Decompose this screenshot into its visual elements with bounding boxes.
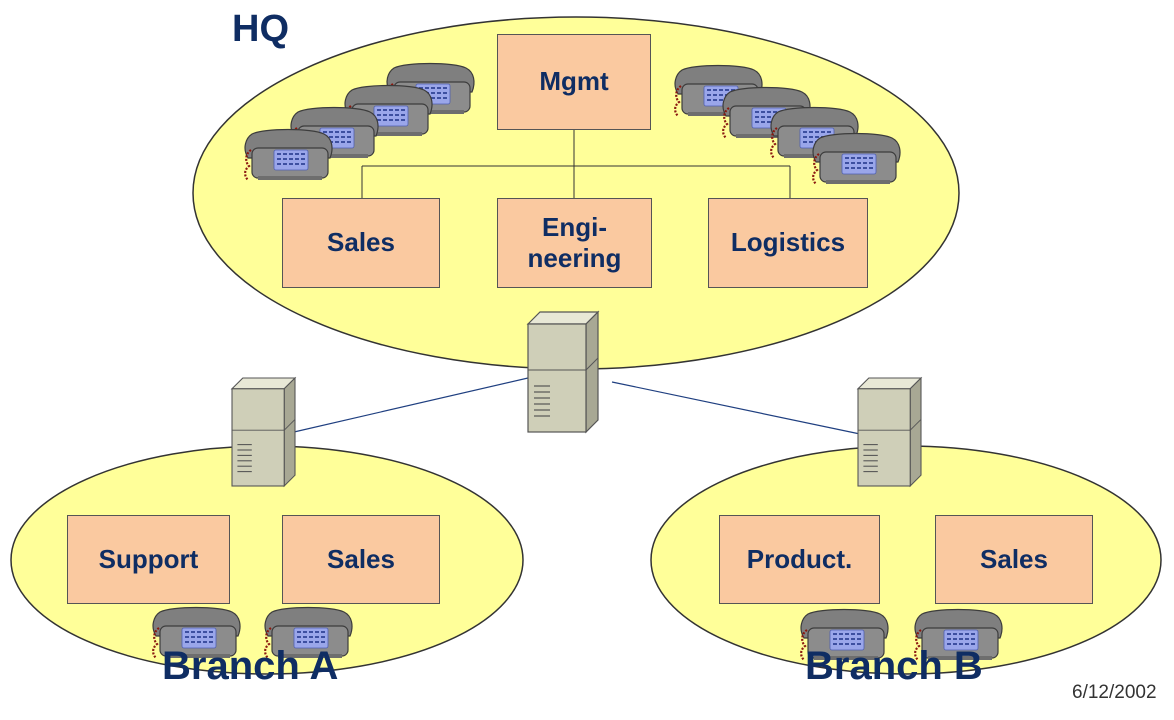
wan-links (293, 377, 861, 435)
phone-icon (811, 132, 902, 186)
hq-department-logistics: Logistics (708, 198, 868, 288)
hq-department-sales: Sales (282, 198, 440, 288)
hq-server-icon (527, 311, 599, 433)
date-stamp: 6/12/2002 (1072, 682, 1157, 703)
hq-site-label: HQ (232, 8, 289, 50)
hq-department-mgmt: Mgmt (497, 34, 651, 130)
branch-a-department-support: Support (67, 515, 230, 604)
branch-b-department-product: Product. (719, 515, 880, 604)
branch-b-server-icon (857, 377, 922, 487)
branch-a-department-sales: Sales (282, 515, 440, 604)
branch-b-site-label: Branch B (805, 644, 983, 688)
hq-department-engineering: Engi- neering (497, 198, 652, 288)
branch-a-server-icon (231, 377, 296, 487)
phone-icon (243, 128, 334, 182)
org-chart-connectors (361, 130, 791, 198)
branch-b-department-sales: Sales (935, 515, 1093, 604)
branch-a-site-label: Branch A (162, 644, 339, 688)
